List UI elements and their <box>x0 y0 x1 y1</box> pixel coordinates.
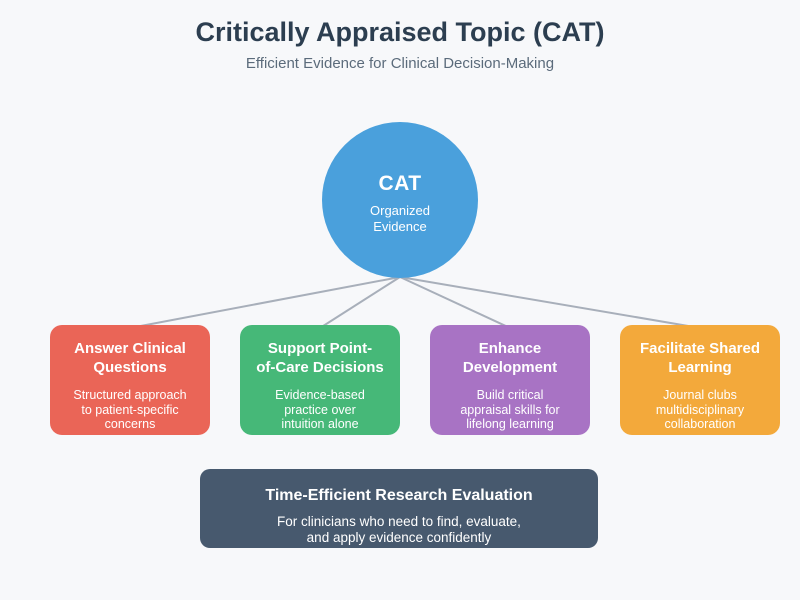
card-title: Support Point- of-Care Decisions <box>256 340 384 376</box>
connector-line <box>129 276 401 329</box>
center-node-label: CAT <box>378 171 422 195</box>
center-node: CAT Organized Evidence <box>322 122 478 278</box>
page-title: Critically Appraised Topic (CAT) <box>195 17 605 47</box>
benefit-card-support-point-of-care: Support Point- of-Care Decisions Evidenc… <box>240 325 400 435</box>
benefit-card-facilitate-shared-learning: Facilitate Shared Learning Journal clubs… <box>620 325 780 435</box>
center-node-sublabel: Organized Evidence <box>370 202 430 234</box>
connector-line <box>399 276 511 329</box>
summary-title: Time-Efficient Research Evaluation <box>265 487 533 504</box>
card-title: Enhance Development <box>462 340 558 376</box>
card-description: Journal clubs multidisciplinary collabor… <box>655 388 745 431</box>
card-title: Answer Clinical Questions <box>74 340 186 376</box>
summary-description: For clinicians who need to find, evaluat… <box>277 514 521 545</box>
connector-line <box>399 276 701 329</box>
card-description: Build critical appraisal skills for life… <box>460 388 560 431</box>
connector-line <box>319 276 401 329</box>
summary-card: Time-Efficient Research Evaluation For c… <box>200 469 598 548</box>
card-description: Evidence-based practice over intuition a… <box>275 388 365 431</box>
benefit-card-answer-clinical-questions: Answer Clinical Questions Structured app… <box>50 325 210 435</box>
card-description: Structured approach to patient-specific … <box>73 388 187 431</box>
page-subtitle: Efficient Evidence for Clinical Decision… <box>245 55 555 72</box>
card-title: Facilitate Shared Learning <box>639 340 761 376</box>
benefit-card-enhance-development: Enhance Development Build critical appra… <box>430 325 590 435</box>
